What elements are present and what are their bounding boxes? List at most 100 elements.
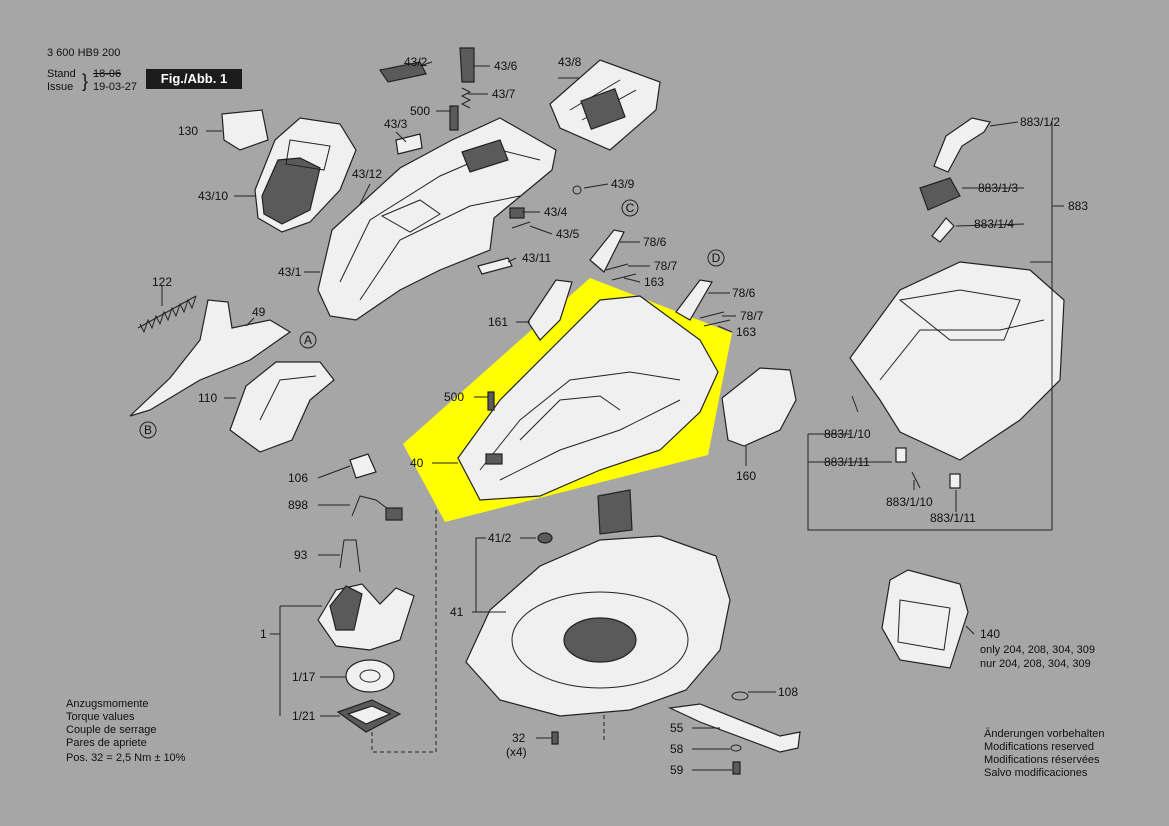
cap-883-1-11b xyxy=(949,473,961,489)
callout-110: 110 xyxy=(198,391,217,405)
lever-49 xyxy=(129,299,292,417)
modifications-note-line-3: Modifications réservées xyxy=(984,754,1100,766)
part-43-3 xyxy=(395,133,423,155)
callout-41: 41 xyxy=(450,605,464,619)
torque-note-line-3: Couple de serrage xyxy=(66,724,157,736)
issue-label: Issue xyxy=(47,81,74,93)
issue-value: 19-03-27 xyxy=(93,81,138,93)
handle-883-1-2 xyxy=(933,117,991,173)
bracket-78-6-d xyxy=(675,279,713,321)
spring-122 xyxy=(137,295,197,334)
callout-32: 32 xyxy=(512,731,526,745)
screw-500-top xyxy=(449,105,459,131)
callout-140: 140 xyxy=(980,627,1000,641)
callout-43-7: 43/7 xyxy=(492,87,516,101)
callout-163-c: 163 xyxy=(644,275,664,289)
cover-130 xyxy=(221,109,269,151)
part-161 xyxy=(527,279,573,341)
callout-59: 59 xyxy=(670,763,684,777)
callout-43-5: 43/5 xyxy=(556,227,580,241)
stand-value: 18-06 xyxy=(93,68,122,80)
callout-883-1-2: 883/1/2 xyxy=(1020,115,1060,129)
callout-49: 49 xyxy=(252,305,266,319)
fan-1-17 xyxy=(345,659,395,693)
part-160 xyxy=(721,367,797,447)
screws-78-7-d xyxy=(699,311,731,327)
part-43-6 xyxy=(459,47,475,83)
screw-883-1-10a xyxy=(851,395,859,413)
callout-43-9: 43/9 xyxy=(611,177,635,191)
callout-160: 160 xyxy=(736,469,756,483)
motor-1 xyxy=(317,583,415,651)
callout-898: 898 xyxy=(288,498,308,512)
part-883-1-3 xyxy=(919,177,961,211)
grass-box-883 xyxy=(849,261,1065,461)
part-41-2 xyxy=(537,532,553,544)
callout-883-1-10-b: 883/1/10 xyxy=(886,495,933,509)
callout-78-7-d: 78/7 xyxy=(740,309,764,323)
housing-43-10 xyxy=(254,117,357,233)
part-883-1-4 xyxy=(931,217,955,243)
modifications-note-line-1: Änderungen vorbehalten xyxy=(984,728,1105,740)
screw-32 xyxy=(551,731,559,745)
callout-883-1-3: 883/1/3 xyxy=(978,181,1018,195)
marker-c: C xyxy=(621,199,639,217)
brace: } xyxy=(82,71,89,91)
bracket-78-6-c xyxy=(589,229,625,273)
callout-43-4: 43/4 xyxy=(544,205,568,219)
torque-note-line-4: Pares de apriete xyxy=(66,737,147,749)
callout-163-d: 163 xyxy=(736,325,756,339)
marker-b: B xyxy=(139,421,157,439)
box-43-8 xyxy=(549,59,661,151)
callout-122: 122 xyxy=(152,275,172,289)
cable-898 xyxy=(351,495,403,521)
callout-78-6-d: 78/6 xyxy=(732,286,756,300)
callout-883: 883 xyxy=(1068,199,1088,213)
callout-1-17: 1/17 xyxy=(292,670,316,684)
callout-78-6-c: 78/6 xyxy=(643,235,667,249)
torque-note-line-1: Anzugsmomente xyxy=(66,698,149,710)
figure-label: Fig./Abb. 1 xyxy=(146,69,242,89)
callout-883-1-4: 883/1/4 xyxy=(974,217,1014,231)
note-140-en: only 204, 208, 304, 309 xyxy=(980,644,1095,656)
leader-lines xyxy=(161,61,1064,771)
callout-1: 1 xyxy=(260,627,267,641)
torque-note-line-5: Pos. 32 = 2,5 Nm ± 10% xyxy=(66,752,186,764)
part-108 xyxy=(731,691,749,701)
callout-93: 93 xyxy=(294,548,308,562)
modifications-note-line-2: Modifications reserved xyxy=(984,741,1095,753)
chute-110 xyxy=(229,361,335,453)
torque-note-line-2: Torque values xyxy=(66,711,135,723)
belt-1-21 xyxy=(336,699,402,733)
callout-labels: 43/2 43/6 43/8 43/7 500 130 43/3 43/10 4… xyxy=(152,55,1088,777)
callout-161: 161 xyxy=(488,315,508,329)
screws-78-7-c xyxy=(605,263,637,281)
callout-40: 40 xyxy=(410,456,424,470)
callout-883-1-10-a: 883/1/10 xyxy=(824,427,871,441)
callout-43-3: 43/3 xyxy=(384,117,408,131)
part-43-5 xyxy=(511,221,531,229)
stand-label: Stand xyxy=(47,68,76,80)
callout-41-2: 41/2 xyxy=(488,531,512,545)
callout-43-12: 43/12 xyxy=(352,167,382,181)
callout-883-1-11-a: 883/1/11 xyxy=(824,455,870,469)
screw-883-1-10b xyxy=(911,471,921,489)
part-43-2 xyxy=(379,61,427,83)
spring-43-7 xyxy=(460,87,472,109)
callout-58: 58 xyxy=(670,742,684,756)
marker-a: A xyxy=(299,331,317,349)
part-43-4 xyxy=(509,207,525,219)
callout-106: 106 xyxy=(288,471,308,485)
modifications-note-line-4: Salvo modificaciones xyxy=(984,767,1088,779)
callout-78-7-c: 78/7 xyxy=(654,259,678,273)
washer-58 xyxy=(730,744,742,752)
callout-883-1-11-b: 883/1/11 xyxy=(930,511,976,525)
clip-93 xyxy=(339,539,361,573)
blade-55 xyxy=(667,703,801,753)
housing-41 xyxy=(465,489,731,717)
marker-c-text: C xyxy=(626,201,635,215)
cover-140 xyxy=(881,569,969,669)
callout-108: 108 xyxy=(778,685,798,699)
callout-43-6: 43/6 xyxy=(494,59,518,73)
